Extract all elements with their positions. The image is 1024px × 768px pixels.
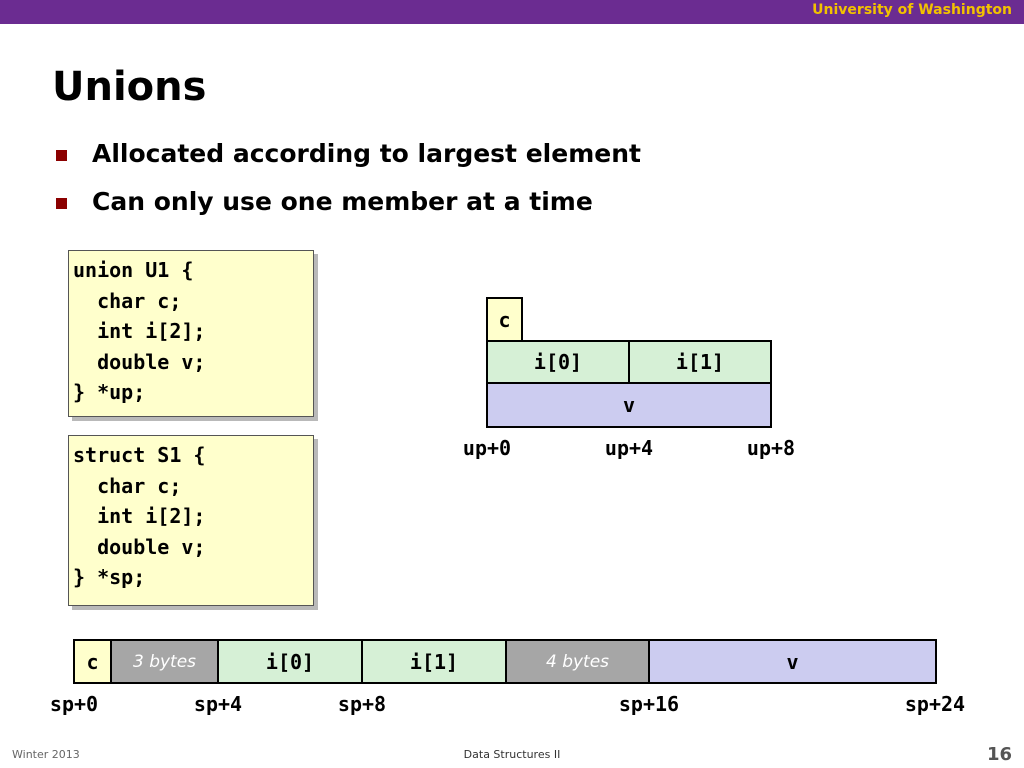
institution-name: University of Washington (812, 2, 1012, 18)
struct-offset-label: sp+16 (618, 692, 680, 716)
code-line: double v; (73, 534, 206, 559)
code-line: char c; (73, 473, 182, 498)
code-line: } *up; (73, 380, 146, 404)
union-code-box: union U1 { char c; int i[2]; double v; }… (68, 250, 314, 417)
union-char-cell: c (486, 297, 523, 342)
struct-int1-cell: i[1] (361, 639, 507, 684)
code-line: union U1 { (73, 258, 194, 282)
bullet-text: Can only use one member at a time (92, 187, 593, 216)
bullet-list: Allocated according to largest element C… (56, 136, 641, 232)
code-line: int i[2]; (73, 319, 206, 343)
struct-code-box: struct S1 { char c; int i[2]; double v; … (68, 435, 314, 606)
code-line: int i[2]; (73, 504, 206, 528)
union-offset-label: up+0 (462, 436, 512, 460)
struct-padding-cell: 4 bytes (505, 639, 650, 684)
page-number: 16 (986, 744, 1012, 765)
footer-term: Winter 2013 (12, 748, 80, 761)
square-bullet-icon (56, 198, 67, 209)
struct-offset-label: sp+4 (193, 692, 243, 716)
code-line: } *sp; (73, 565, 146, 589)
struct-char-cell: c (73, 639, 112, 684)
code-line: char c; (73, 288, 182, 313)
square-bullet-icon (56, 150, 67, 161)
code-line: struct S1 { (73, 443, 206, 467)
slide-title: Unions (52, 64, 207, 110)
union-int1-cell: i[1] (628, 340, 772, 384)
union-double-cell: v (486, 382, 772, 428)
bullet-item: Can only use one member at a time (56, 184, 641, 232)
struct-offset-label: sp+0 (49, 692, 99, 716)
struct-offset-label: sp+24 (904, 692, 966, 716)
union-int0-cell: i[0] (486, 340, 630, 384)
code-line: double v; (73, 349, 206, 374)
struct-double-cell: v (648, 639, 937, 684)
struct-padding-cell: 3 bytes (110, 639, 219, 684)
struct-offset-label: sp+8 (337, 692, 387, 716)
struct-int0-cell: i[0] (217, 639, 363, 684)
bullet-text: Allocated according to largest element (92, 139, 641, 168)
bullet-item: Allocated according to largest element (56, 136, 641, 184)
footer-course: Data Structures II (463, 748, 561, 761)
union-offset-label: up+4 (604, 436, 654, 460)
header-bar: University of Washington (0, 0, 1024, 24)
union-offset-label: up+8 (746, 436, 796, 460)
